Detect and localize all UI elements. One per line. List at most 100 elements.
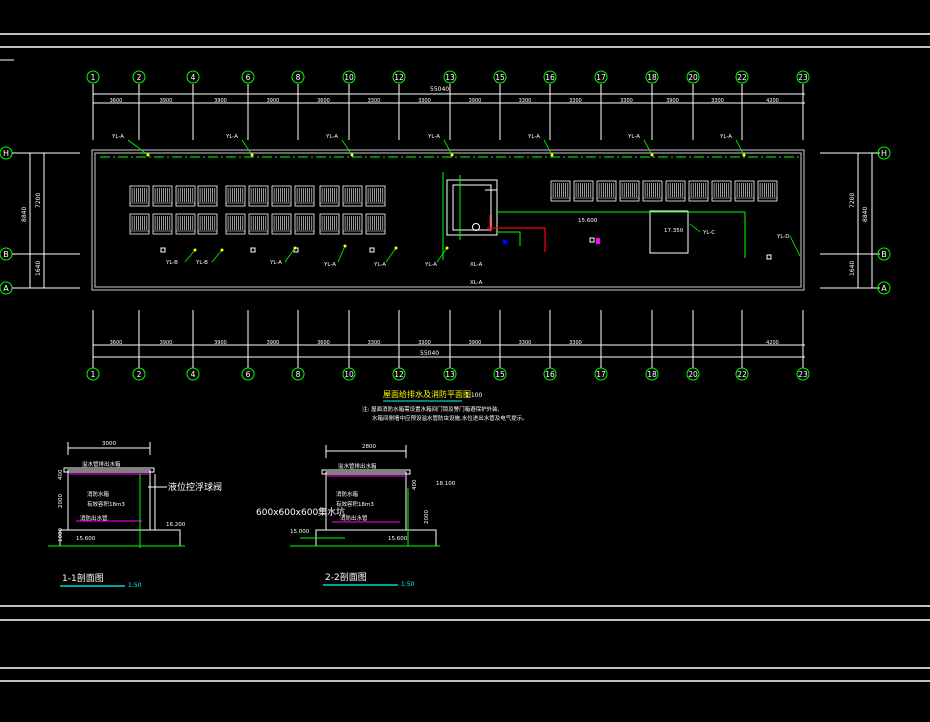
solar-panel xyxy=(342,213,363,235)
axis-bubble xyxy=(735,367,749,381)
drawing-frame xyxy=(0,33,930,682)
solar-panel xyxy=(596,180,617,202)
axis-label: 4 xyxy=(191,73,196,82)
tag-ylb-2: YL-B xyxy=(195,260,208,266)
s2-label-tank: 消防水箱 xyxy=(336,490,359,498)
solar-panel xyxy=(129,185,150,207)
axis-label: 2 xyxy=(137,370,142,379)
solar-panel xyxy=(152,185,173,207)
tag-yla-4: YL-A xyxy=(427,134,440,140)
axis-bubble xyxy=(291,70,305,84)
right-upper-dim: 7200 xyxy=(849,193,856,208)
top-segment-dim: 3300 xyxy=(620,98,633,104)
tag-yld: YL-D xyxy=(776,234,790,240)
axis-label: 18 xyxy=(647,73,657,82)
axis-bubble xyxy=(241,367,255,381)
tag-yla-9: YL-A xyxy=(323,262,336,268)
solar-panel xyxy=(271,213,292,235)
bottom-segment-dim: 3300 xyxy=(418,340,431,346)
axis-label: 8 xyxy=(296,370,301,379)
row-label-a-left: A xyxy=(3,284,9,293)
top-total-dim: 55040 xyxy=(430,86,449,93)
axis-label: 20 xyxy=(688,73,698,82)
axis-label: 13 xyxy=(445,370,455,379)
s1-scale: 1:50 xyxy=(128,582,142,589)
row-label-b-left: B xyxy=(3,250,9,259)
tag-xla-2: XL-A xyxy=(470,280,483,286)
tag-yla-10: YL-A xyxy=(373,262,386,268)
solar-panel xyxy=(642,180,663,202)
solar-panel-arrays xyxy=(129,180,778,235)
axis-label: 17 xyxy=(596,370,606,379)
solar-panel xyxy=(225,213,246,235)
fire-pipe xyxy=(487,215,546,252)
s1-label-cap: 有效容积18m3 xyxy=(87,500,125,508)
axis-bubble xyxy=(493,70,507,84)
s2-scale: 1:50 xyxy=(401,581,415,588)
axis-label: 15 xyxy=(495,370,505,379)
leader-lines xyxy=(127,139,801,263)
axis-bubble xyxy=(796,70,810,84)
top-segment-dim: 3300 xyxy=(368,98,381,104)
bottom-segment-dim: 3600 xyxy=(317,340,330,346)
top-segment-dim: 3900 xyxy=(214,98,227,104)
axis-bubble xyxy=(342,70,356,84)
solar-panel xyxy=(197,185,218,207)
solar-panel xyxy=(294,213,315,235)
s2-elev-base: 15.600 xyxy=(388,536,408,542)
axis-bubble xyxy=(132,70,146,84)
axis-bubble xyxy=(735,70,749,84)
s1-width-dim: 3000 xyxy=(102,441,116,447)
axis-label: 2 xyxy=(137,73,142,82)
s2-elev-left: 15.000 xyxy=(290,529,310,535)
right-lower-dim: 1640 xyxy=(849,261,856,276)
top-segment-dim: 3300 xyxy=(418,98,431,104)
solar-panel xyxy=(734,180,755,202)
axis-label: 10 xyxy=(344,73,354,82)
bottom-segment-dim: 3300 xyxy=(569,340,582,346)
row-label-a-right: A xyxy=(881,284,887,293)
top-segment-dim: 4200 xyxy=(766,98,779,104)
solar-panel xyxy=(248,185,269,207)
solar-panel xyxy=(711,180,732,202)
solar-panel xyxy=(294,185,315,207)
bottom-segment-dim: 3900 xyxy=(267,340,280,346)
axis-bubble xyxy=(291,367,305,381)
roof-drains xyxy=(160,237,772,260)
s1-elev-top: 16.200 xyxy=(166,522,186,528)
left-total-dim: 8840 xyxy=(21,207,28,222)
axis-label: 23 xyxy=(798,73,808,82)
tag-xla-1: XL-A xyxy=(470,262,483,268)
solar-panel xyxy=(129,213,150,235)
axis-bubble xyxy=(645,367,659,381)
building-outline xyxy=(91,149,805,291)
plan-scale: 1:100 xyxy=(465,392,482,399)
s2-dim-h1: 400 xyxy=(412,479,418,490)
row-label-h-right: H xyxy=(881,149,887,158)
solar-panel xyxy=(175,185,196,207)
s2-title: 2-2剖面图 xyxy=(325,571,367,583)
tag-yla-5: YL-A xyxy=(527,134,540,140)
solar-panel xyxy=(319,213,340,235)
axis-label: 18 xyxy=(647,370,657,379)
row-label-b-right: B xyxy=(881,250,887,259)
s2-label-box: 600x600x600集水坑 xyxy=(256,506,345,518)
s1-label-bottom: 消防出水管 xyxy=(80,514,108,522)
axis-label: 1 xyxy=(91,73,96,82)
tag-yla-2: YL-A xyxy=(225,134,238,140)
outlet-valve xyxy=(502,239,508,245)
row-bubbles xyxy=(0,146,891,295)
axis-label: 4 xyxy=(191,370,196,379)
axis-label: 6 xyxy=(246,73,251,82)
axis-bubble xyxy=(594,70,608,84)
solar-panel xyxy=(197,213,218,235)
tag-yla-3: YL-A xyxy=(325,134,338,140)
axis-bubble xyxy=(796,367,810,381)
solar-panel xyxy=(665,180,686,202)
bottom-segment-dim: 3900 xyxy=(160,340,173,346)
axis-bubble xyxy=(186,70,200,84)
right-total-dim: 8840 xyxy=(862,207,869,222)
